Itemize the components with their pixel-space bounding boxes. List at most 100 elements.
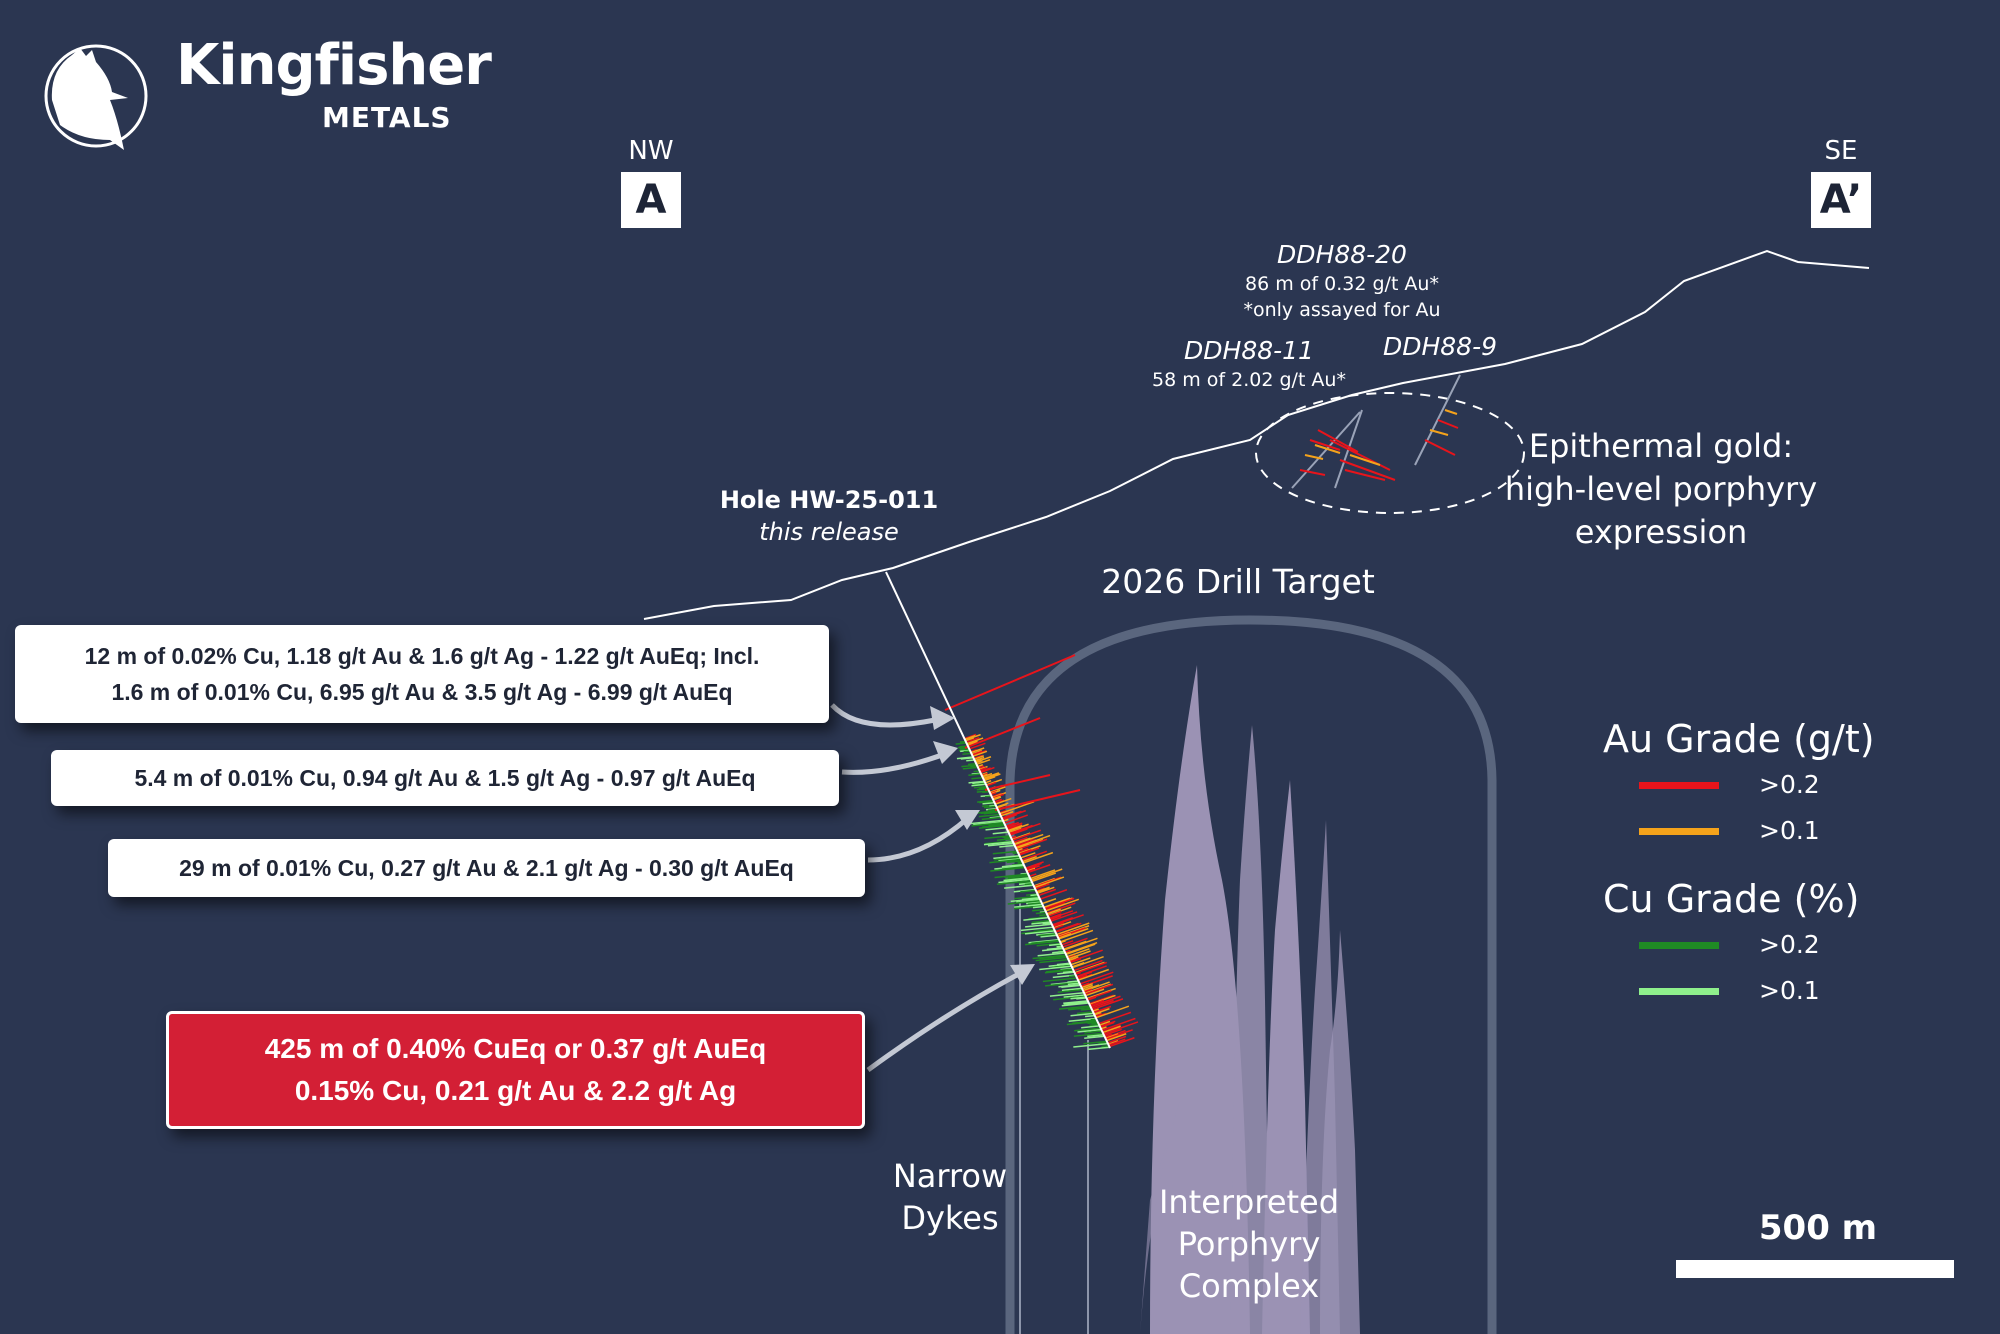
assay-bar [973,785,988,789]
label-line: Interpreted [1158,1183,1340,1221]
assay-bar [972,782,986,786]
assay-bar [1006,860,1023,864]
assay-bar [979,800,994,804]
assay-bar [983,811,1000,815]
assay-bar [1025,865,1037,871]
section-label-a: A [621,172,681,228]
assay-bar [1087,1021,1098,1025]
assay-bar [1033,876,1062,888]
assay-bar [1024,930,1055,935]
scale-bar-label: 500 m [1758,1208,1878,1248]
legend-item: >0.2 [1639,922,1875,968]
drill-hole-trace [885,571,1111,1049]
high-grade-assay-bar [964,717,1041,749]
narrow-dykes-label: Narrow Dykes [893,1155,1007,1239]
assay-bar [1080,1008,1092,1011]
legend-au-title: Au Grade (g/t) [1603,717,1875,761]
assay-bar [1018,849,1032,855]
assay-bar [1021,929,1055,935]
epithermal-line: high-level porphyry [1504,470,1818,508]
assay-bar [1043,897,1073,909]
assay-bar [992,795,1001,800]
assay-bar [1027,902,1042,905]
headline-intercept-callout: 425 m of 0.40% CuEq or 0.37 g/t AuEq 0.1… [166,1011,865,1129]
assay-bar [1106,1033,1127,1042]
assay-bar [990,866,1026,872]
assay-bar [1072,1019,1098,1024]
assay-bar [1033,904,1043,907]
assay-bar [1028,896,1040,899]
logo-name: Kingfisher [176,33,492,98]
assay-bar [996,838,1012,841]
assay-bar [1052,914,1084,927]
assay-bar [1076,997,1087,1000]
legend: Au Grade (g/t) >0.2>0.1 Cu Grade (%) >0.… [1603,716,1875,1014]
assay-bar [1036,932,1056,936]
assay-bar [1060,967,1073,971]
assay-bar [970,747,985,754]
assay-bar [1044,969,1074,974]
assay-bar [1014,895,1039,900]
assay-bar [985,826,1007,831]
assay-bar [985,778,1003,786]
assay-bar [973,755,985,760]
assay-bar [1057,989,1083,994]
callout-arrows [830,703,1032,1073]
assay-bar [1039,889,1068,900]
legend-cu-title: Cu Grade (%) [1603,877,1860,921]
assay-bar [1101,1045,1110,1048]
assay-bar [1062,970,1075,974]
assay-bar [1068,975,1077,978]
assay-bar [978,787,988,790]
hole-label-ddh88-20: DDH88-20 [1277,240,1407,269]
assay-bar [1003,836,1011,839]
assay-bar [966,759,975,762]
assay-bar [989,789,998,794]
assay-bar [1004,814,1028,825]
intercept-text: 425 m of 0.40% CuEq or 0.37 g/t AuEq [264,1033,767,1064]
label-line: Complex [1178,1267,1320,1305]
assay-bar [1000,810,1014,817]
assay-bar [1009,828,1028,836]
assay-bar [1089,994,1116,1006]
assay-bar [992,831,1009,835]
assay-bar [1069,957,1082,964]
assay-bar [1034,876,1065,889]
assay-bar [1058,927,1089,940]
assay-bar [1016,839,1044,850]
assay-bar [1025,923,1052,928]
ddh88-11-result: 58 m of 2.02 g/t Au* [1152,369,1346,391]
assay-bar [996,803,1007,809]
assay-bar [999,801,1035,815]
assay-bar [962,766,978,770]
epithermal-zone-outline [1255,392,1525,514]
assay-bar [1105,1029,1133,1040]
intercept-callout-3: 29 m of 0.01% Cu, 0.27 g/t Au & 2.1 g/t … [108,839,865,897]
assay-bar [1039,958,1069,964]
hole-assay-bars [944,654,1139,1051]
legend-item: >0.1 [1639,968,1875,1014]
assay-bar [1032,954,1067,960]
assay-bar [1098,1041,1108,1044]
assay-bar [1001,863,1024,868]
epithermal-line: expression [1574,513,1748,551]
assay-bar [1021,850,1048,861]
assay-bar [1002,835,1011,839]
hole-release-note: this release [759,518,899,546]
high-grade-assay-bar [994,789,1081,811]
assay-bar [1027,864,1051,874]
assay-bar [1108,1040,1119,1046]
assay-bar [1102,1024,1121,1033]
assay-bar [1036,886,1050,893]
assay-bar [1099,1020,1111,1026]
legend-label: >0.2 [1759,770,1820,799]
assay-bar [1056,962,1071,966]
assay-bar [1094,1013,1103,1018]
assay-bar [983,772,1000,780]
assay-bar [983,773,1001,781]
assay-bar [1066,1020,1098,1026]
assay-bar [1013,836,1028,844]
assay-bar [977,799,994,803]
assay-bar [1074,961,1108,975]
assay-bar [980,794,992,798]
